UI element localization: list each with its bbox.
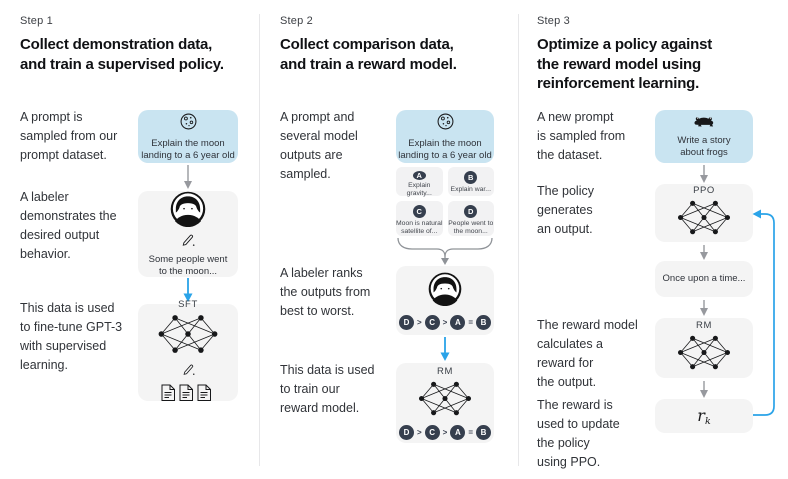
- neural-network-icon: [157, 313, 219, 360]
- flow-arrow-icon: [698, 165, 710, 188]
- prompt-card-text: Explain the moon landing to a 6 year old: [398, 137, 492, 161]
- flow-arrow-blue-icon: [182, 278, 194, 307]
- neural-network-icon: [676, 199, 732, 241]
- sft-label: SFT: [178, 298, 198, 310]
- step3-paragraph-update: The reward is used to update the policy …: [537, 398, 620, 469]
- flow-arrow-icon: [698, 300, 710, 321]
- output-card-a: A Explain gravity...: [396, 167, 443, 197]
- prompt-card: Write a story about frogs: [655, 110, 753, 163]
- prompt-card: Explain the moon landing to a 6 year old: [396, 110, 494, 163]
- step2-paragraph-ranks: A labeler ranks the outputs from best to…: [280, 266, 371, 318]
- step1-paragraph-prompt: A prompt is sampled from our prompt data…: [20, 110, 118, 162]
- output-text: People went to the moon...: [448, 220, 494, 235]
- output-letter-badge: C: [412, 205, 426, 218]
- output-card-d: D People went to the moon...: [447, 201, 494, 236]
- reward-symbol: rk: [697, 405, 711, 427]
- rank-badge: A: [450, 314, 466, 330]
- labeler-demo-card: Some people went to the moon...: [138, 191, 238, 277]
- step1-label: Step 1: [20, 15, 54, 27]
- step1-paragraph-labeler: A labeler demonstrates the desired outpu…: [20, 190, 117, 261]
- neural-network-icon: [676, 334, 732, 376]
- rank-badge: C: [424, 425, 440, 440]
- rank-operator: =: [468, 428, 473, 437]
- neural-network-icon: [417, 380, 473, 422]
- rank-operator: >: [442, 317, 448, 327]
- rm-model-card: RM D > C > A = B: [396, 363, 494, 443]
- output-letter-badge: D: [464, 205, 478, 218]
- output-letter-badge: A: [412, 171, 426, 180]
- flow-arrow-blue-icon: [439, 337, 451, 366]
- step3-label: Step 3: [537, 15, 571, 27]
- column-divider: [259, 14, 260, 466]
- feedback-loop-arrow-icon: [748, 202, 782, 429]
- output-card-c: C Moon is natural satellite of...: [396, 201, 443, 236]
- rank-operator: >: [442, 428, 448, 437]
- sft-model-card: SFT: [138, 299, 238, 401]
- frog-icon: [693, 114, 715, 133]
- pencil-icon: [181, 234, 195, 252]
- ppo-label: PPO: [693, 185, 715, 196]
- labeler-demo-text: Some people went to the moon...: [148, 253, 228, 277]
- labeler-ranking-card: D > C > A = B: [396, 266, 494, 335]
- rank-badge: C: [424, 314, 440, 330]
- step2-paragraph-train: This data is used to train our reward mo…: [280, 363, 375, 415]
- step3-paragraph-prompt: A new prompt is sampled from the dataset…: [537, 110, 626, 162]
- rm-label: RM: [437, 366, 453, 377]
- output-letter-badge: B: [464, 171, 478, 184]
- rank-badge: B: [476, 425, 491, 440]
- ranking-row: D > C > A = B: [398, 314, 491, 330]
- prompt-card-text: Explain the moon landing to a 6 year old: [141, 137, 235, 161]
- ppo-model-card: PPO: [655, 184, 753, 242]
- reward-card: rk: [655, 399, 753, 433]
- moon-icon: [436, 112, 455, 136]
- rm-label: RM: [696, 320, 712, 331]
- bracket-connector-icon: [396, 237, 494, 271]
- model-outputs-grid: A Explain gravity... B Explain war... C …: [396, 167, 494, 236]
- column-divider: [518, 14, 519, 466]
- step2-heading: Collect comparison data, and train a rew…: [280, 36, 457, 73]
- step2-paragraph-sampled: A prompt and several model outputs are s…: [280, 110, 358, 181]
- output-text: Moon is natural satellite of...: [396, 220, 443, 235]
- labeler-icon: [428, 272, 462, 311]
- rank-operator: >: [416, 317, 422, 327]
- step1-paragraph-finetune: This data is used to fine-tune GPT-3 wit…: [20, 301, 123, 372]
- rank-badge: D: [398, 425, 414, 440]
- step2-label: Step 2: [280, 15, 314, 27]
- pencil-icon: [182, 363, 195, 381]
- model-output-text: Once upon a time...: [662, 273, 746, 284]
- flow-arrow-icon: [182, 165, 194, 194]
- output-text: Explain war...: [450, 186, 491, 193]
- step1-heading: Collect demonstration data, and train a …: [20, 36, 224, 73]
- output-text: Explain gravity...: [406, 182, 432, 197]
- labeler-icon: [170, 191, 206, 232]
- flow-arrow-icon: [698, 245, 710, 265]
- rank-badge: A: [450, 425, 466, 440]
- step3-paragraph-reward: The reward model calculates a reward for…: [537, 318, 638, 389]
- step3-paragraph-policy: The policy generates an output.: [537, 184, 594, 236]
- moon-icon: [179, 112, 198, 136]
- rm-model-card: RM: [655, 318, 753, 378]
- prompt-card-text: Write a story about frogs: [677, 135, 731, 158]
- output-card-b: B Explain war...: [447, 167, 494, 196]
- rank-operator: =: [468, 317, 473, 327]
- documents-icon: [161, 384, 215, 407]
- flow-arrow-icon: [698, 381, 710, 403]
- ranking-row: D > C > A = B: [398, 425, 491, 440]
- model-output-card: Once upon a time...: [655, 261, 753, 297]
- rank-operator: >: [416, 428, 422, 437]
- rank-badge: B: [476, 314, 491, 330]
- prompt-card: Explain the moon landing to a 6 year old: [138, 110, 238, 163]
- rank-badge: D: [398, 314, 414, 330]
- step3-heading: Optimize a policy against the reward mod…: [537, 36, 713, 92]
